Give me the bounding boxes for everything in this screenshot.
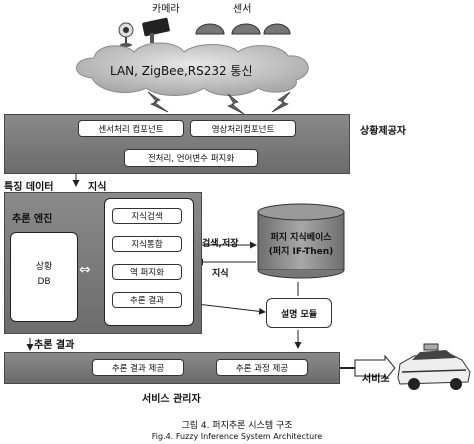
explain-module-box: 설명 모듈 — [266, 298, 332, 328]
step-knowledge-search: 지식검색 — [112, 208, 182, 224]
kb-line2: (퍼지 IF-Then) — [268, 247, 334, 257]
lightning-bolt-icon — [147, 91, 291, 115]
situation-db-panel: 상황 DB — [10, 232, 78, 322]
process-provide-box: 추론 과정 제공 — [216, 359, 308, 376]
knowledge-label-top: 지식 — [88, 182, 107, 193]
webcam-icon — [118, 22, 134, 47]
situation-db-line2: DB — [37, 277, 51, 287]
caption-english: Fig.4. Fuzzy Inference System Architectu… — [151, 432, 323, 441]
service-label: 서비스 — [362, 374, 390, 385]
inference-result-label: 추론 결과 — [34, 340, 75, 351]
service-manager-title: 서비스 관리자 — [142, 394, 201, 405]
caption-korean: 그림 4. 퍼지추론 시스템 구조 — [181, 421, 293, 431]
network-cloud — [76, 42, 309, 96]
knowledge-label-mid: 지식 — [212, 269, 229, 279]
sensor-dome-icon — [195, 23, 291, 35]
step-inference-result: 추론 결과 — [112, 292, 182, 308]
kb-line1: 퍼지 지식베이스 — [270, 233, 332, 243]
feature-data-label: 특징 데이터 — [4, 182, 54, 193]
knowledge-base-cylinder — [257, 203, 345, 279]
step-knowledge-merge: 지식통합 — [112, 236, 182, 252]
image-component-box: 영상처리컴포넌트 — [190, 120, 296, 137]
step-defuzzify: 역 퍼지화 — [112, 264, 182, 280]
context-provider-title: 상황제공자 — [360, 126, 406, 137]
sensor-label: 센서 — [233, 4, 252, 15]
network-label: LAN, ZigBee,RS232 통신 — [110, 64, 253, 78]
cctv-camera-icon — [142, 17, 170, 43]
camera-label: 카메라 — [152, 4, 180, 15]
situation-db-line1: 상황 — [35, 262, 53, 272]
preprocess-box: 전처리, 언어변수 퍼지화 — [124, 149, 258, 167]
police-car-icon — [397, 343, 471, 390]
result-provide-box: 추론 결과 제공 — [92, 359, 184, 376]
sensor-component-box: 센서처리 컴포넌트 — [78, 120, 184, 137]
search-store-label: 검색,저장 — [202, 239, 239, 249]
bidirectional-arrow: ⇔ — [79, 262, 91, 278]
inference-engine-title: 추론 엔진 — [12, 214, 53, 225]
